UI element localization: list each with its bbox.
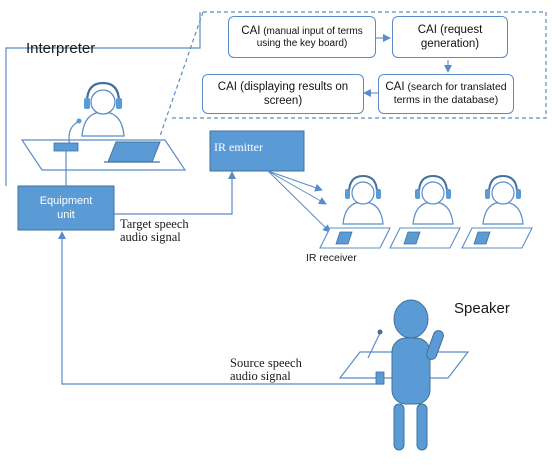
cai-displaying-box: CAI (displaying results on screen) [202, 74, 364, 114]
listener-figure-2 [389, 174, 461, 249]
ir-receiver-device-2 [403, 231, 421, 245]
interpreter-booth-frame [5, 12, 201, 186]
cai-displaying-prefix: CAI [217, 81, 237, 93]
equipment-unit-label: Equipment unit [39, 195, 93, 221]
cai-manual-input-prefix: CAI [241, 24, 261, 37]
listener-figure-3 [461, 174, 533, 249]
interpreter-figure [81, 81, 125, 137]
source-speech-label: Source speech audio signal [230, 356, 302, 383]
cai-request-generation-box: CAI (request generation) [392, 16, 508, 58]
target-speech-label: Target speech audio signal [120, 217, 189, 244]
speaker-label: Speaker [454, 300, 510, 317]
cai-dashed-callout [170, 11, 547, 119]
cai-request-generation-prefix: CAI [417, 24, 437, 36]
ir-emitter-text: IR emitter [214, 140, 263, 155]
interpreter-label: Interpreter [26, 40, 96, 57]
ir-broadcast-arrows [267, 170, 331, 233]
ir-emitter-label: IR emitter [214, 140, 263, 154]
equipment-unit-text: Equipment unit [18, 186, 114, 230]
cai-dashed-connector [159, 11, 204, 137]
interpreter-microphone [53, 118, 82, 152]
speaker-figure [391, 299, 444, 451]
cai-manual-input-label: (manual input of terms using the key boa… [256, 25, 363, 49]
cai-flow-arrows [363, 34, 452, 97]
cai-search-label: (search for translated terms in the data… [393, 81, 507, 106]
cai-search-box: CAI (search for translated terms in the … [378, 74, 514, 114]
interpreter-desk [20, 139, 187, 171]
ir-receiver-label: IR receiver [306, 252, 357, 264]
cai-displaying-label: (displaying results on screen) [240, 81, 349, 107]
cai-manual-input-box: CAI (manual input of terms using the key… [228, 16, 376, 58]
speaker-microphone [367, 329, 385, 385]
cai-request-generation-label: (request generation) [420, 24, 483, 50]
ir-emitter-box [209, 130, 305, 172]
target-speech-arrow [114, 171, 236, 215]
laptop-icon [104, 141, 161, 163]
ir-receiver-device-1 [335, 231, 353, 245]
ir-receiver-device-3 [473, 231, 491, 245]
cai-search-prefix: CAI [385, 81, 405, 93]
source-speech-arrow [58, 231, 384, 385]
listener-figure-1 [319, 174, 391, 249]
